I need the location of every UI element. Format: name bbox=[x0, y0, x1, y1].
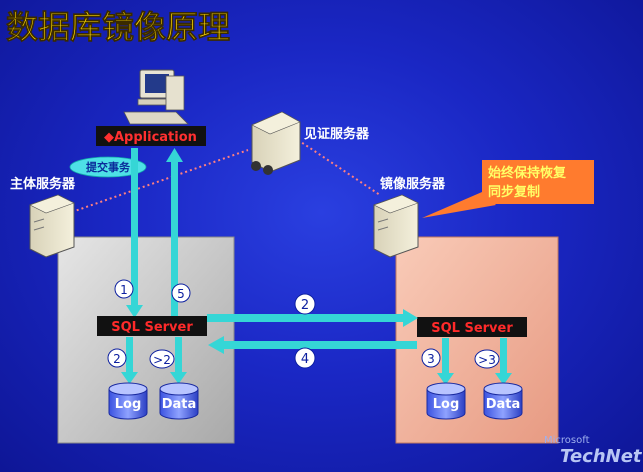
commit-transaction-badge bbox=[69, 156, 147, 178]
principal-server-icon bbox=[29, 194, 75, 258]
step-gt3-label: >3 bbox=[478, 353, 496, 367]
step-1-circle bbox=[114, 279, 134, 299]
arrow-ack-back bbox=[208, 336, 417, 354]
step-gt2-circle bbox=[149, 349, 175, 369]
arrow-principal-to-data bbox=[170, 337, 187, 384]
callout-line-2: 同步复制 bbox=[488, 184, 540, 200]
sql-server-principal bbox=[97, 316, 207, 336]
mirror-witness-link bbox=[297, 139, 381, 196]
application-label: ◆Application bbox=[104, 130, 197, 145]
data-left-label: Data bbox=[162, 397, 197, 412]
arrow-ack-up bbox=[166, 148, 183, 316]
callout-line-1: 始终保持恢复 bbox=[488, 165, 567, 181]
commit-label: 提交事务 bbox=[86, 160, 131, 174]
step-2-mid-circle bbox=[294, 293, 316, 315]
sql-server-mirror bbox=[417, 317, 527, 337]
database-cylinder-icon bbox=[426, 382, 466, 420]
step-gt3-circle bbox=[474, 349, 500, 369]
witness-server-icon bbox=[251, 111, 301, 175]
step-1-label: 1 bbox=[120, 283, 128, 297]
brand-technet: TechNet bbox=[560, 446, 643, 467]
step-3-label: 3 bbox=[427, 352, 435, 366]
principal-label: 主体服务器 bbox=[10, 176, 76, 192]
step-2-mid-label: 2 bbox=[301, 298, 309, 313]
mirror-label: 镜像服务器 bbox=[380, 176, 446, 192]
arrow-commit-down bbox=[126, 148, 143, 318]
database-cylinder-icon bbox=[159, 382, 199, 420]
step-4-mid-label: 4 bbox=[301, 352, 309, 367]
witness-label: 见证服务器 bbox=[304, 126, 370, 142]
step-4-mid-circle bbox=[294, 347, 316, 369]
data-right-label: Data bbox=[486, 397, 521, 412]
arrow-mirror-to-data bbox=[495, 338, 512, 385]
log-left-label: Log bbox=[115, 397, 142, 412]
application-bar bbox=[96, 126, 206, 146]
mirror-server-icon bbox=[373, 194, 419, 258]
step-3-circle bbox=[421, 348, 441, 368]
arrow-mirror-to-log bbox=[437, 338, 454, 385]
page-title: 数据库镜像原理 bbox=[6, 8, 230, 46]
step-2-left-label: 2 bbox=[113, 352, 121, 366]
sql-server-principal-label: SQL Server bbox=[111, 320, 193, 335]
principal-witness-link bbox=[71, 149, 249, 213]
database-cylinder-icon bbox=[108, 382, 148, 420]
database-cylinder-icon bbox=[483, 382, 523, 420]
arrow-send-log bbox=[207, 309, 418, 327]
step-gt2-label: >2 bbox=[153, 353, 171, 367]
client-computer-icon bbox=[123, 69, 189, 125]
brand-microsoft: Microsoft bbox=[544, 435, 590, 446]
sql-server-mirror-label: SQL Server bbox=[431, 321, 513, 336]
arrow-principal-to-log bbox=[121, 337, 138, 384]
callout-sync bbox=[422, 160, 594, 218]
log-right-label: Log bbox=[433, 397, 460, 412]
step-5-circle bbox=[171, 283, 191, 303]
step-5-label: 5 bbox=[177, 287, 185, 301]
step-2-left-circle bbox=[107, 348, 127, 368]
mirror-region bbox=[395, 236, 559, 444]
